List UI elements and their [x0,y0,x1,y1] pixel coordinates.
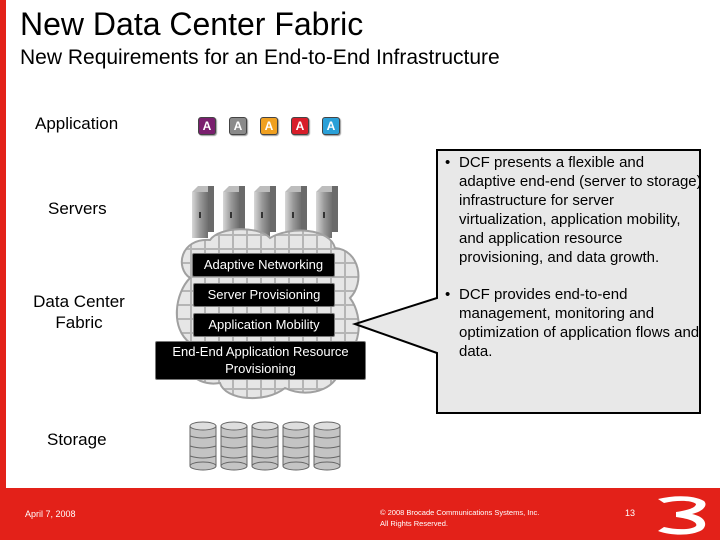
servers-label: Servers [48,199,107,219]
bullet-item: • DCF presents a flexible and adaptive e… [442,153,704,267]
bullet-dot: • [445,285,450,304]
bullet-dot: • [445,153,450,172]
copyright-line: © 2008 Brocade Communications Systems, I… [380,507,539,518]
disk-array-icon [188,420,358,472]
footer-date: April 7, 2008 [25,509,76,519]
app-badge: A [291,117,309,135]
slide-subtitle: New Requirements for an End-to-End Infra… [20,46,500,70]
bullet-text: DCF provides end-to-end management, moni… [459,286,699,360]
slide-title: New Data Center Fabric [20,6,363,43]
brocade-logo-icon [654,493,710,537]
bullet-item: • DCF provides end-to-end management, mo… [442,285,704,361]
app-badge: A [322,117,340,135]
bullet-text: DCF presents a flexible and adaptive end… [459,154,702,266]
application-label: Application [35,114,118,134]
application-mobility-box: Application Mobility [193,313,335,337]
storage-label: Storage [47,430,107,450]
bullet-list: • DCF presents a flexible and adaptive e… [442,153,704,361]
app-badge: A [229,117,247,135]
copyright-line: All Rights Reserved. [380,518,539,529]
page-number: 13 [625,508,635,518]
data-center-fabric-label: Data Center Fabric [24,291,134,333]
adaptive-networking-box: Adaptive Networking [192,253,335,277]
app-badge: A [198,117,216,135]
left-accent-bar [0,0,6,488]
server-provisioning-box: Server Provisioning [193,283,335,307]
app-badge: A [260,117,278,135]
footer-bar [0,488,720,540]
footer-copyright: © 2008 Brocade Communications Systems, I… [380,507,539,529]
